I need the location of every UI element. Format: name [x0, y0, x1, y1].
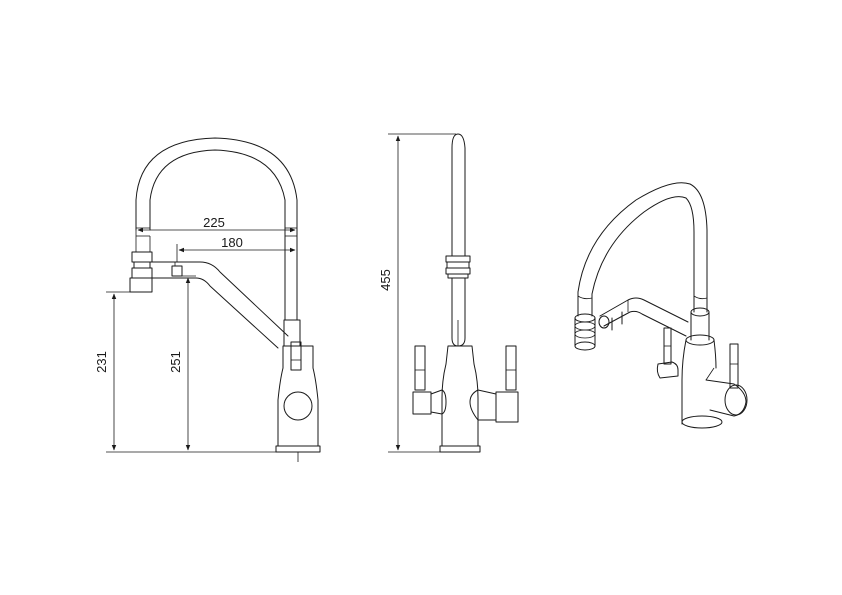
dim-231: 231: [94, 291, 278, 453]
iso-body: [681, 307, 723, 429]
dim-225: 225: [135, 215, 298, 236]
isometric-view: [574, 182, 748, 429]
side-spout-arc-outer: [135, 137, 298, 321]
front-body: [441, 345, 479, 447]
front-left-lever: [412, 345, 447, 415]
dim-231-label: 231: [94, 351, 109, 373]
side-spout-arc-inner: [149, 149, 286, 321]
iso-pullout-head: [574, 313, 596, 351]
dim-455: 455: [378, 133, 456, 453]
dim-180-label: 180: [221, 235, 243, 250]
iso-right-lever: [705, 343, 748, 417]
iso-left-lever: [656, 327, 679, 379]
front-view: 455: [378, 133, 519, 453]
dim-455-label: 455: [378, 269, 393, 291]
side-body: [275, 319, 321, 462]
iso-filter-spout: [598, 297, 689, 337]
dim-251-label: 251: [168, 351, 183, 373]
dim-225-label: 225: [203, 215, 225, 230]
side-view: 225 180 231 251: [94, 137, 321, 462]
front-hose: [451, 133, 466, 257]
iso-hose-outer: [577, 182, 708, 317]
side-filter-spout: [151, 261, 289, 349]
side-pullout-head: [129, 236, 153, 293]
iso-hose-inner: [591, 196, 695, 317]
front-pullout-head: [445, 255, 471, 279]
front-right-lever: [469, 345, 519, 423]
dim-251: 251: [168, 275, 196, 451]
dim-180: 180: [176, 235, 296, 262]
